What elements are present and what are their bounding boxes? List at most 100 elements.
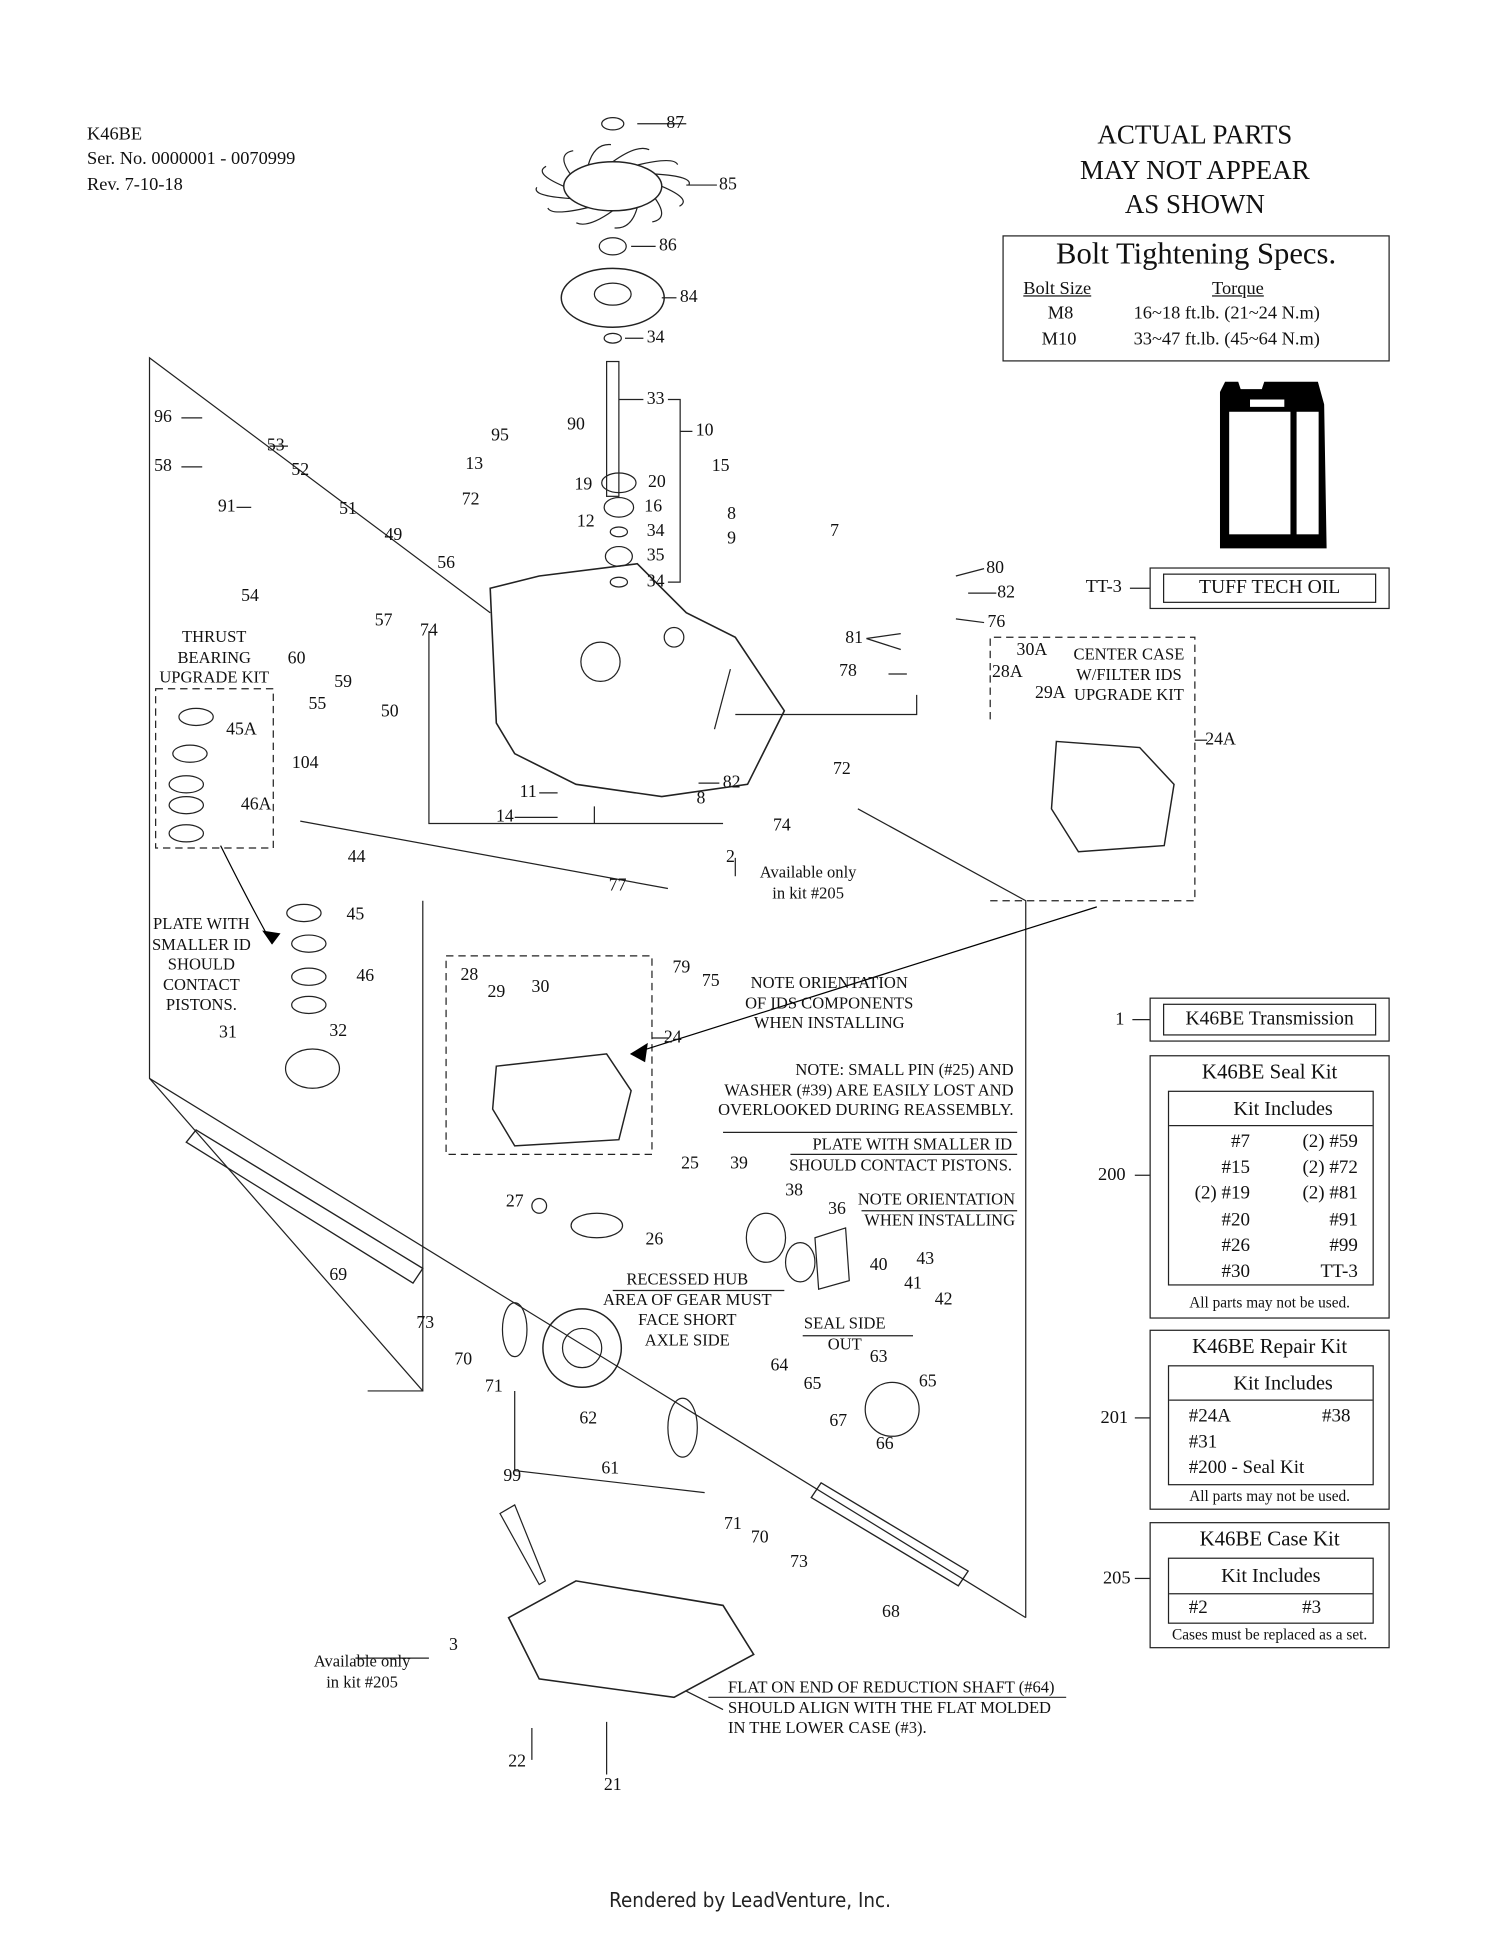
callout-25[interactable]: 25 — [681, 1153, 699, 1174]
callout-63[interactable]: 63 — [869, 1347, 888, 1368]
callout-78[interactable]: 78 — [839, 661, 857, 681]
callout-65[interactable]: 65 — [803, 1374, 822, 1395]
callout-59[interactable]: 59 — [334, 672, 353, 692]
callout-54[interactable]: 54 — [241, 586, 259, 607]
callout-29a[interactable]: 29A — [1034, 683, 1066, 703]
callout-41[interactable]: 41 — [904, 1273, 922, 1294]
callout-45[interactable]: 45 — [346, 905, 365, 925]
callout-24[interactable]: 24 — [663, 1027, 682, 1048]
callout-86[interactable]: 86 — [659, 235, 677, 256]
callout-33[interactable]: 33 — [646, 389, 665, 409]
callout-43[interactable]: 43 — [916, 1249, 935, 1270]
callout-73[interactable]: 73 — [416, 1313, 435, 1333]
callout-75[interactable]: 75 — [701, 971, 720, 991]
callout-46a[interactable]: 46A — [240, 794, 272, 815]
callout-82[interactable]: 82 — [722, 772, 741, 793]
callout-62[interactable]: 62 — [579, 1408, 598, 1429]
callout-42[interactable]: 42 — [934, 1289, 953, 1310]
callout-8[interactable]: 8 — [727, 504, 737, 524]
callout-15[interactable]: 15 — [711, 456, 730, 477]
callout-8[interactable]: 8 — [696, 788, 706, 809]
callout-35[interactable]: 35 — [646, 545, 665, 566]
callout-51[interactable]: 51 — [339, 499, 357, 519]
callout-73[interactable]: 73 — [790, 1552, 808, 1572]
callout-14[interactable]: 14 — [496, 806, 514, 827]
callout-30a[interactable]: 30A — [1016, 640, 1048, 660]
callout-32[interactable]: 32 — [329, 1021, 348, 1042]
callout-87[interactable]: 87 — [666, 113, 685, 133]
callout-44[interactable]: 44 — [347, 847, 366, 868]
callout-50[interactable]: 50 — [380, 701, 399, 722]
callout-81[interactable]: 81 — [845, 628, 864, 648]
callout-45a[interactable]: 45A — [226, 719, 257, 740]
callout-40[interactable]: 40 — [869, 1255, 888, 1276]
callout-70[interactable]: 70 — [750, 1527, 769, 1548]
callout-74[interactable]: 74 — [420, 620, 438, 641]
callout-7[interactable]: 7 — [830, 521, 840, 542]
callout-65[interactable]: 65 — [918, 1371, 937, 1392]
callout-9[interactable]: 9 — [727, 528, 737, 549]
callout-22[interactable]: 22 — [508, 1751, 527, 1772]
callout-90[interactable]: 90 — [567, 414, 585, 435]
callout-49[interactable]: 49 — [384, 525, 403, 545]
callout-38[interactable]: 38 — [785, 1180, 804, 1201]
callout-77[interactable]: 77 — [608, 875, 627, 896]
callout-84[interactable]: 84 — [679, 287, 698, 307]
callout-66[interactable]: 66 — [875, 1434, 894, 1455]
kit-includes-header: Kit Includes — [1169, 1092, 1373, 1127]
callout-91[interactable]: 91 — [217, 496, 236, 517]
callout-95[interactable]: 95 — [491, 425, 509, 446]
callout-2[interactable]: 2 — [725, 847, 735, 868]
callout-58[interactable]: 58 — [154, 456, 172, 477]
callout-34[interactable]: 34 — [646, 327, 665, 348]
callout-80[interactable]: 80 — [986, 558, 1004, 578]
callout-85[interactable]: 85 — [719, 174, 737, 195]
callout-27[interactable]: 27 — [505, 1191, 524, 1212]
callout-28a[interactable]: 28A — [992, 662, 1023, 682]
axle-shaft-68-icon — [810, 1481, 970, 1587]
callout-72[interactable]: 72 — [833, 759, 851, 779]
callout-82[interactable]: 82 — [997, 582, 1016, 603]
callout-3[interactable]: 3 — [448, 1635, 458, 1656]
callout-29[interactable]: 29 — [487, 982, 506, 1002]
callout-31[interactable]: 31 — [219, 1022, 237, 1043]
callout-10[interactable]: 10 — [695, 420, 714, 441]
callout-68[interactable]: 68 — [882, 1602, 900, 1622]
callout-71[interactable]: 71 — [484, 1376, 503, 1397]
callout-53[interactable]: 53 — [266, 435, 285, 456]
callout-64[interactable]: 64 — [770, 1356, 789, 1376]
callout-57[interactable]: 57 — [374, 610, 393, 631]
callout-36[interactable]: 36 — [828, 1199, 846, 1219]
callout-76[interactable]: 76 — [987, 612, 1006, 632]
callout-12[interactable]: 12 — [576, 511, 595, 532]
callout-24a[interactable]: 24A — [1205, 729, 1236, 750]
callout-60[interactable]: 60 — [287, 648, 306, 669]
callout-70[interactable]: 70 — [454, 1349, 473, 1370]
callout-74[interactable]: 74 — [772, 815, 791, 836]
callout-16[interactable]: 16 — [644, 496, 663, 517]
callout-72[interactable]: 72 — [461, 489, 480, 510]
callout-13[interactable]: 13 — [465, 454, 484, 474]
callout-28[interactable]: 28 — [460, 965, 479, 985]
callout-39[interactable]: 39 — [730, 1153, 748, 1174]
callout-104[interactable]: 104 — [291, 753, 319, 773]
callout-96[interactable]: 96 — [154, 407, 172, 428]
callout-56[interactable]: 56 — [437, 553, 455, 573]
callout-20[interactable]: 20 — [647, 472, 666, 493]
callout-46[interactable]: 46 — [356, 966, 375, 986]
callout-61[interactable]: 61 — [601, 1458, 620, 1479]
callout-19[interactable]: 19 — [574, 474, 593, 495]
callout-30[interactable]: 30 — [531, 977, 550, 997]
callout-67[interactable]: 67 — [829, 1411, 848, 1431]
callout-55[interactable]: 55 — [308, 694, 327, 714]
callout-34[interactable]: 34 — [646, 521, 665, 542]
callout-52[interactable]: 52 — [291, 460, 310, 480]
callout-21[interactable]: 21 — [603, 1775, 622, 1795]
callout-69[interactable]: 69 — [329, 1265, 348, 1285]
callout-99[interactable]: 99 — [503, 1466, 522, 1486]
callout-34[interactable]: 34 — [646, 571, 665, 592]
callout-71[interactable]: 71 — [723, 1514, 742, 1534]
callout-26[interactable]: 26 — [645, 1229, 664, 1250]
callout-11[interactable]: 11 — [519, 782, 537, 803]
callout-79[interactable]: 79 — [672, 957, 691, 978]
